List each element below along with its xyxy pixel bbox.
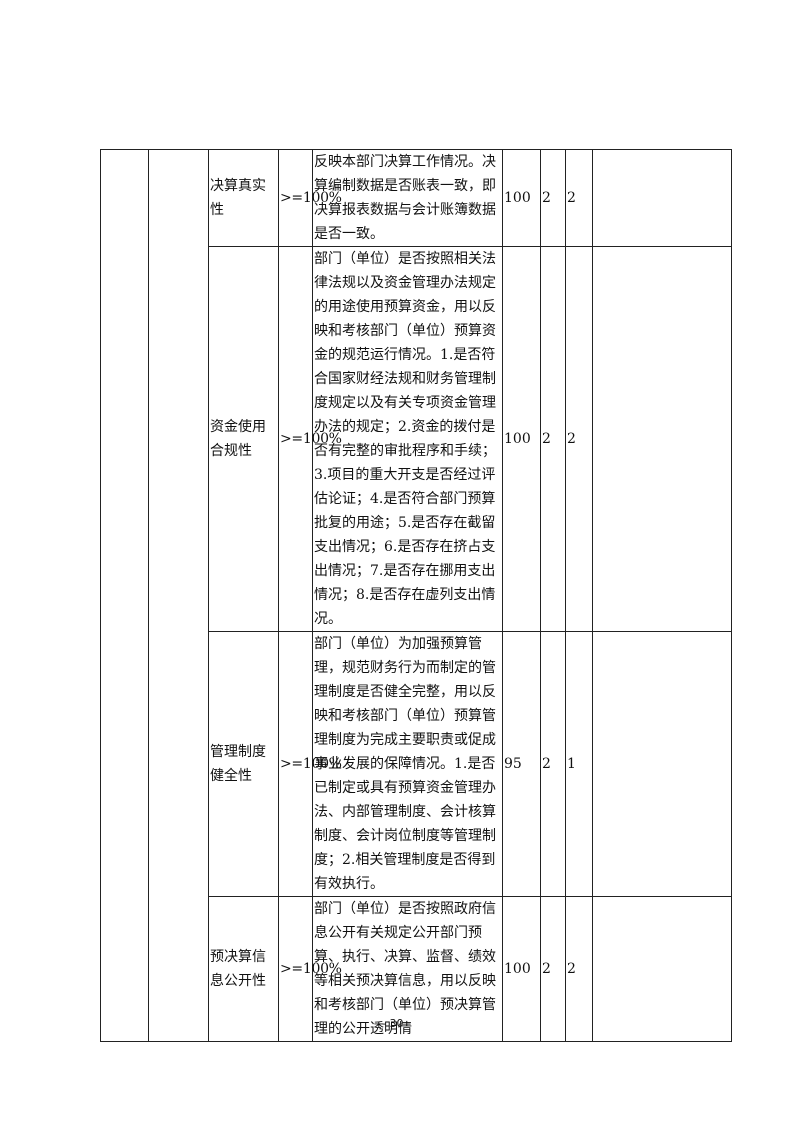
indicator-remark [592, 246, 732, 632]
indicator-remark [592, 149, 732, 247]
table-row: 管理制度健全性 >=100% 部门（单位）为加强预算管理，规范财务行为而制定的管… [101, 631, 732, 897]
page-number: - 30 - [382, 1017, 411, 1030]
indicator-weight: 2 [540, 896, 566, 1042]
table-row: 决算真实性 >=100% 反映本部门决算工作情况。决算编制数据是否账表一致，即决… [100, 149, 732, 1042]
level2-cell [148, 149, 209, 1042]
indicator-remark [592, 631, 732, 897]
indicator-target: 100 [502, 896, 541, 1042]
indicator-description: 部门（单位）为加强预算管理，规范财务行为而制定的管理制度是否健全完整，用以反映和… [312, 631, 503, 897]
indicator-weight: 2 [540, 246, 566, 632]
indicator-standard: >=100% [278, 246, 342, 632]
table-row: 资金使用合规性 >=100% 部门（单位）是否按照相关法律法规以及资金管理办法规… [101, 246, 732, 632]
indicator-target: 95 [502, 631, 541, 897]
indicator-score: 2 [565, 149, 593, 247]
indicator-score: 1 [565, 631, 593, 897]
indicator-description: 部门（单位）是否按照相关法律法规以及资金管理办法规定的用途使用预算资金，用以反映… [312, 246, 503, 632]
indicator-description: 部门（单位）是否按照政府信息公开有关规定公开部门预算、执行、决算、监督、绩效等相… [312, 896, 503, 1042]
indicator-name: 管理制度健全性 [208, 631, 279, 897]
indicator-weight: 2 [540, 631, 566, 897]
indicator-name: 资金使用合规性 [208, 246, 279, 632]
indicator-weight: 2 [540, 149, 566, 247]
indicator-score: 2 [565, 896, 593, 1042]
indicator-standard: >=100% [278, 149, 342, 247]
indicator-standard: >=100% [278, 631, 342, 897]
indicator-target: 100 [502, 149, 541, 247]
evaluation-table: 决算真实性 >=100% 反映本部门决算工作情况。决算编制数据是否账表一致，即决… [100, 149, 732, 1042]
indicator-target: 100 [502, 246, 541, 632]
indicator-remark [592, 896, 732, 1042]
table-row: 预决算信息公开性 >=100% 部门（单位）是否按照政府信息公开有关规定公开部门… [101, 896, 732, 1042]
level1-cell [100, 149, 149, 1042]
indicator-name: 决算真实性 [208, 149, 279, 247]
indicator-description: 反映本部门决算工作情况。决算编制数据是否账表一致，即决算报表数据与会计账簿数据是… [312, 149, 503, 247]
indicator-name: 预决算信息公开性 [208, 896, 279, 1042]
indicator-score: 2 [565, 246, 593, 632]
